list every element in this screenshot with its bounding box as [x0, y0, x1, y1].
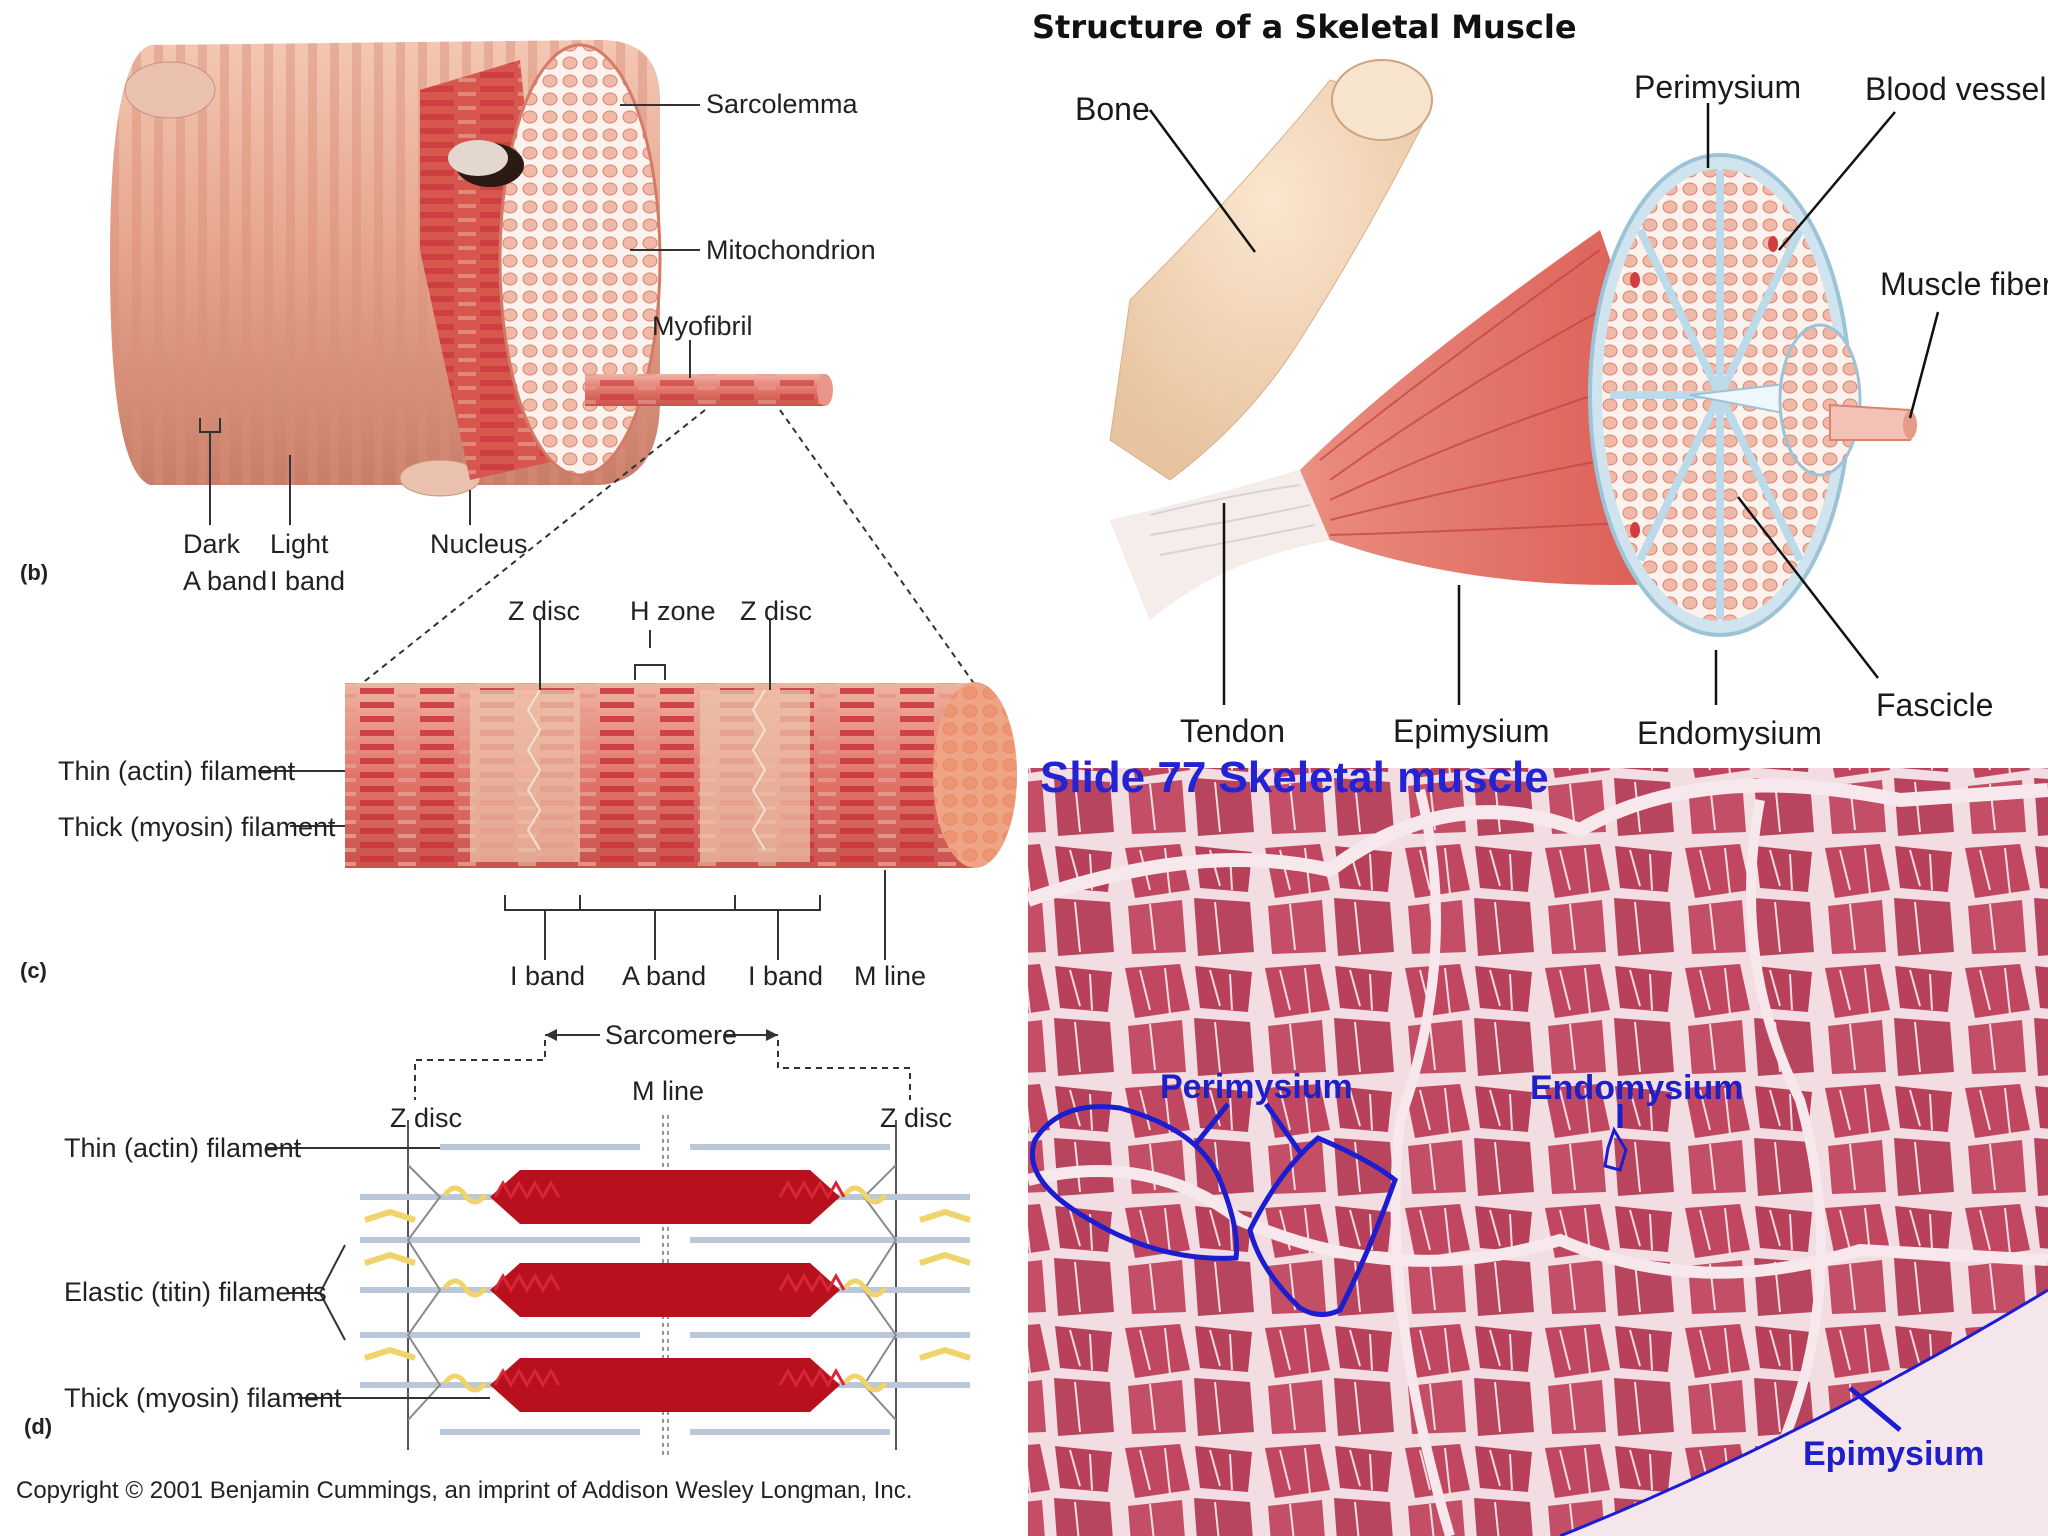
zoom-guide-right [779, 409, 976, 686]
label-thick-filament-c: Thick (myosin) filament [58, 812, 336, 842]
sarcomere-zoom-guides [414, 1040, 911, 1100]
histology-title: Slide 77 Skeletal muscle [1040, 753, 1549, 802]
panel-label-d: (d) [24, 1414, 52, 1439]
label-bone: Bone [1075, 91, 1150, 127]
label-a-band-b: A band [183, 566, 267, 596]
histology-micrograph [1025, 768, 2048, 1536]
label-dark: Dark [183, 529, 241, 559]
bone-leader [1148, 109, 1257, 253]
endomysium-outline [1603, 1126, 1628, 1172]
label-z-disc-d-left: Z disc [390, 1103, 462, 1133]
histology-perimysium-arrows [1193, 1102, 1303, 1154]
label-myofibril: Myofibril [652, 311, 753, 341]
right-diagram-title: Structure of a Skeletal Muscle [1032, 8, 1577, 46]
elastic-filaments-leader [288, 1244, 346, 1341]
label-a-band: A band [622, 961, 706, 991]
label-muscle-fiber: Muscle fiber [1880, 266, 2048, 302]
label-m-line-d: M line [632, 1076, 704, 1106]
histology-label-endomysium: Endomysium [1530, 1069, 1743, 1107]
i-band-left-leader [504, 895, 581, 960]
label-epimysium: Epimysium [1393, 713, 1549, 749]
muscle-fiber-leader [1908, 311, 1940, 419]
label-z-disc-right: Z disc [740, 596, 812, 626]
label-nucleus: Nucleus [430, 529, 528, 559]
zoom-guide-left [359, 409, 706, 686]
myofibril-segment [345, 682, 1017, 868]
label-thick-filament-d: Thick (myosin) filament [64, 1383, 342, 1413]
muscle-fiber-illustration [110, 40, 833, 497]
label-tendon: Tendon [1180, 713, 1285, 749]
label-thin-filament-d: Thin (actin) filament [64, 1133, 302, 1163]
histology-epimysium-arrow [1848, 1386, 1902, 1432]
label-h-zone: H zone [630, 596, 716, 626]
a-band-leader [579, 895, 736, 960]
label-sarcolemma: Sarcolemma [706, 89, 859, 119]
label-i-band-right: I band [748, 961, 823, 991]
histology-label-epimysium: Epimysium [1803, 1435, 1984, 1473]
dark-a-band-leader [199, 418, 221, 525]
gross-muscle-illustration [1109, 59, 1917, 637]
label-z-disc-d-right: Z disc [880, 1103, 952, 1133]
i-band-right-leader [734, 895, 821, 960]
label-light: Light [270, 529, 329, 559]
perimysium-outline-left [1029, 1104, 1240, 1261]
label-i-band-b: I band [270, 566, 345, 596]
blood-vessel-leader [1778, 111, 1896, 251]
perimysium-outline-right [1247, 1135, 1398, 1317]
panel-label-c: (c) [20, 958, 47, 983]
label-perimysium: Perimysium [1634, 69, 1801, 105]
label-elastic-filaments: Elastic (titin) filaments [64, 1277, 327, 1307]
histology-label-perimysium: Perimysium [1160, 1068, 1353, 1106]
panel-label-b: (b) [20, 560, 48, 585]
label-i-band-left: I band [510, 961, 585, 991]
label-blood-vessel: Blood vessel [1865, 71, 2046, 107]
fascicle-leader [1737, 496, 1879, 679]
label-sarcomere: Sarcomere [605, 1020, 737, 1050]
label-z-disc-left: Z disc [508, 596, 580, 626]
h-zone-leader [634, 630, 666, 680]
label-m-line-c: M line [854, 961, 926, 991]
sarcomere-filament-diagram [360, 1115, 971, 1455]
copyright-notice: Copyright © 2001 Benjamin Cummings, an i… [16, 1477, 912, 1504]
label-thin-filament-c: Thin (actin) filament [58, 756, 296, 786]
label-mitochondrion: Mitochondrion [706, 235, 876, 265]
label-fascicle: Fascicle [1876, 687, 1993, 723]
label-endomysium: Endomysium [1637, 715, 1822, 751]
